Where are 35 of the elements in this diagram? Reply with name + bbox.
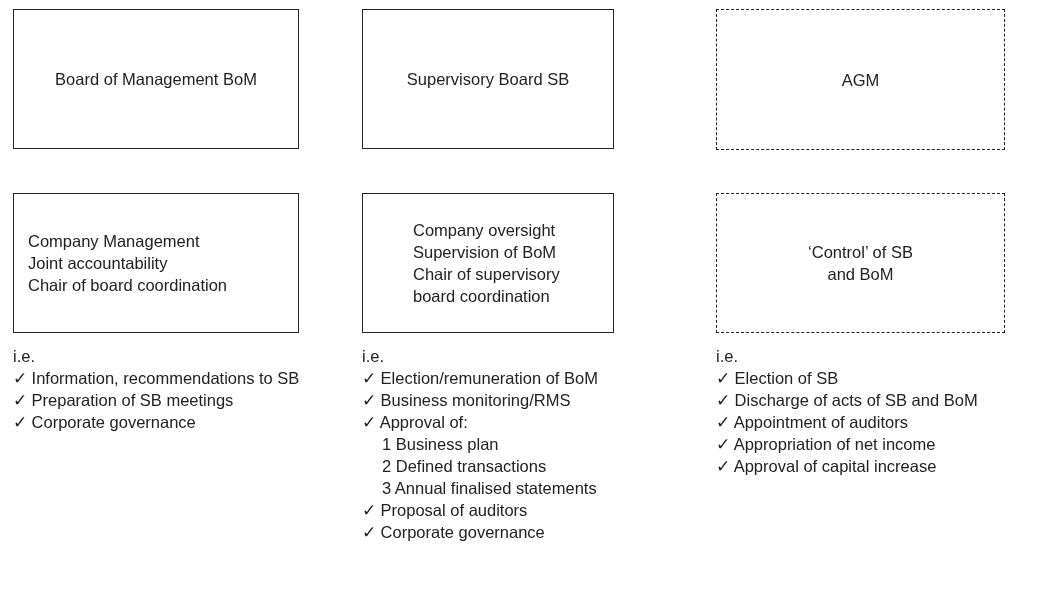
numbered-item: 2 Defined transactions — [382, 456, 548, 477]
checklist-item: ✓ Proposal of auditors — [362, 500, 529, 521]
box-text: Company Management — [28, 231, 201, 252]
checklist-item: ✓ Business monitoring/RMS — [362, 390, 572, 411]
role-box — [13, 193, 299, 333]
dashed-role-box — [716, 193, 1005, 333]
box-text: Company oversight — [413, 220, 557, 241]
checklist-item: ✓ Election/remuneration of BoM — [362, 368, 599, 389]
dashed-role-box — [716, 9, 1005, 150]
checklist-item: ✓ Corporate governance — [362, 522, 546, 543]
intro-text: i.e. — [716, 346, 738, 367]
box-text: Joint accountability — [28, 253, 169, 274]
checklist-item: ✓ Appointment of auditors — [716, 412, 909, 433]
checklist-item: ✓ Corporate governance — [13, 412, 197, 433]
box-text: ‘Control’ of SB and BoM — [807, 242, 914, 285]
numbered-item: 3 Annual finalised statements — [382, 478, 598, 499]
box-text: Supervision of BoM — [413, 242, 558, 263]
box-text: Chair of supervisory board coordination — [413, 264, 561, 307]
box-text: AGM — [841, 69, 880, 91]
checklist-item: ✓ Discharge of acts of SB and BoM — [716, 390, 979, 411]
intro-text: i.e. — [13, 346, 35, 367]
checklist-item: ✓ Preparation of SB meetings — [13, 390, 235, 411]
box-text: Chair of board coordination — [28, 275, 229, 296]
role-box — [362, 9, 614, 149]
checklist-item: ✓ Information, recommendations to SB — [13, 368, 301, 389]
checklist-item: ✓ Approval of capital increase — [716, 456, 938, 477]
checklist-item: ✓ Approval of: — [362, 412, 469, 433]
intro-text: i.e. — [362, 346, 384, 367]
box-text: Supervisory Board SB — [406, 69, 570, 90]
checklist-item: ✓ Election of SB — [716, 368, 840, 389]
role-box — [362, 193, 614, 333]
numbered-item: 1 Business plan — [382, 434, 500, 455]
box-text: Board of Management BoM — [55, 69, 257, 90]
checklist-item: ✓ Appropriation of net income — [716, 434, 937, 455]
role-box — [13, 9, 299, 149]
